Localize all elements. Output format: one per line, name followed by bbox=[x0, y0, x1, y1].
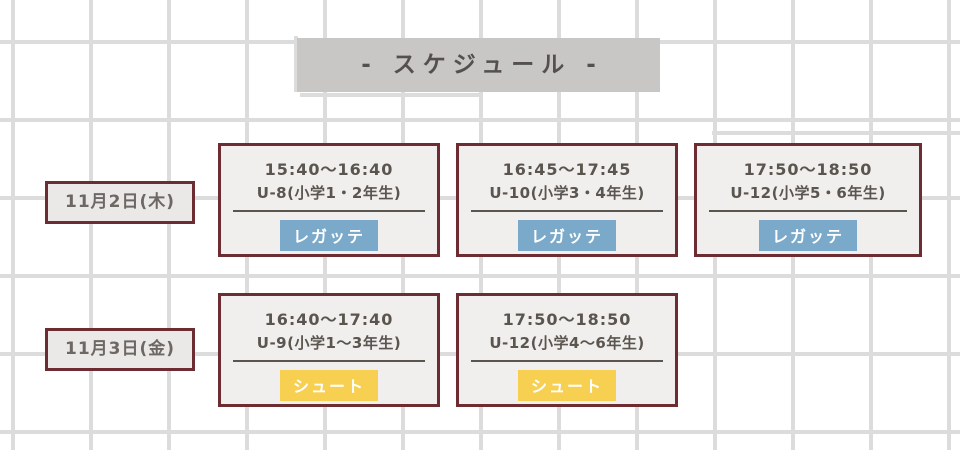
class-badge: シュート bbox=[279, 370, 378, 401]
class-badge: レガッテ bbox=[517, 220, 616, 251]
session-group: U-12(小学5・6年生) bbox=[730, 184, 886, 202]
date-label-nov2: 11月2日(木) bbox=[45, 181, 195, 224]
session-card: 17:50〜18:50 U-12(小学5・6年生) レガッテ bbox=[694, 143, 922, 257]
grid-line-segment bbox=[294, 36, 298, 92]
session-time: 17:50〜18:50 bbox=[502, 310, 632, 329]
divider bbox=[232, 360, 426, 362]
grid-line-segment bbox=[300, 93, 482, 97]
divider bbox=[470, 360, 664, 362]
session-time: 17:50〜18:50 bbox=[743, 160, 873, 179]
session-group: U-8(小学1・2年生) bbox=[256, 184, 402, 202]
divider bbox=[709, 210, 907, 212]
session-time: 16:40〜17:40 bbox=[264, 310, 394, 329]
session-card: 16:40〜17:40 U-9(小学1〜3年生) シュート bbox=[218, 293, 440, 407]
session-group: U-9(小学1〜3年生) bbox=[256, 334, 402, 352]
page-title: - スケジュール - bbox=[297, 38, 660, 92]
session-card: 17:50〜18:50 U-12(小学4〜6年生) シュート bbox=[456, 293, 678, 407]
class-badge: シュート bbox=[517, 370, 616, 401]
class-badge: レガッテ bbox=[279, 220, 378, 251]
session-group: U-10(小学3・4年生) bbox=[489, 184, 645, 202]
divider bbox=[232, 210, 426, 212]
session-time: 15:40〜16:40 bbox=[264, 160, 394, 179]
divider bbox=[470, 210, 664, 212]
session-time: 16:45〜17:45 bbox=[502, 160, 632, 179]
class-badge: レガッテ bbox=[758, 220, 857, 251]
session-group: U-12(小学4〜6年生) bbox=[489, 334, 645, 352]
date-label-nov3: 11月3日(金) bbox=[45, 328, 195, 371]
session-card: 15:40〜16:40 U-8(小学1・2年生) レガッテ bbox=[218, 143, 440, 257]
grid-line-segment bbox=[712, 131, 960, 135]
session-card: 16:45〜17:45 U-10(小学3・4年生) レガッテ bbox=[456, 143, 678, 257]
